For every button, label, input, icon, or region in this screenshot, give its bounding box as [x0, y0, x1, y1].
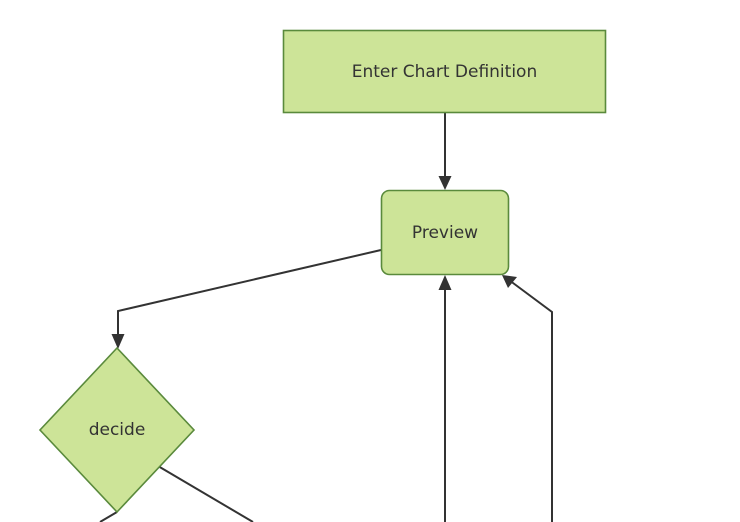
node-enter-chart-definition[interactable]: Enter Chart Definition — [282, 29, 607, 114]
node-preview-label: Preview — [412, 223, 478, 243]
edge-decide-to-offscreen-right — [157, 465, 254, 522]
arrowhead-icon — [438, 176, 452, 190]
edge-preview-to-decide — [111, 249, 382, 349]
edge-return-to-preview-diagonal — [502, 275, 553, 522]
edge-return-to-preview-vertical — [438, 275, 452, 522]
edge-enter-to-preview — [438, 113, 452, 190]
arrowhead-icon — [438, 275, 452, 290]
arrowhead-icon — [111, 334, 125, 349]
node-decide[interactable]: decide — [38, 346, 196, 514]
node-decide-label: decide — [89, 420, 146, 440]
node-enter-chart-definition-shape — [282, 29, 607, 114]
node-enter-chart-definition-label: Enter Chart Definition — [352, 62, 537, 82]
node-preview[interactable]: Preview — [380, 189, 510, 276]
node-decide-shape — [38, 346, 196, 514]
node-preview-shape — [380, 189, 510, 276]
arrowhead-icon — [502, 275, 517, 288]
edge-decide-to-offscreen-left — [99, 511, 118, 522]
